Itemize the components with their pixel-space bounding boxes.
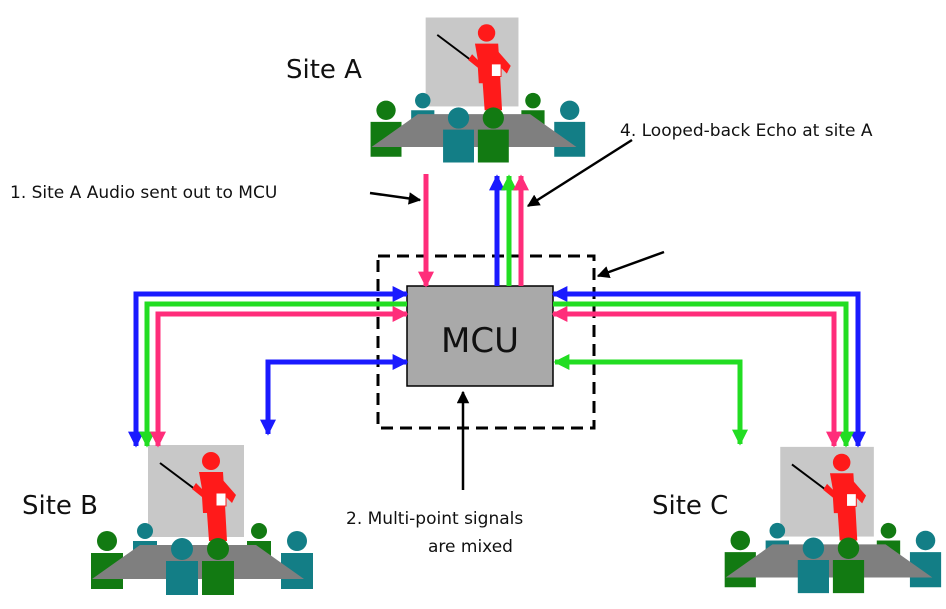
site-a-label: Site A bbox=[286, 55, 362, 85]
step4-annotation: 4. Looped-back Echo at site A bbox=[620, 121, 873, 141]
mcu-to-site-c-green bbox=[553, 301, 855, 448]
site-b-room-icon bbox=[89, 443, 315, 597]
step2-annotation-line2: are mixed bbox=[428, 537, 513, 557]
mcu-to-site-b-green bbox=[138, 301, 407, 448]
step2-annotation-line1: 2. Multi-point signals bbox=[346, 509, 523, 529]
mcu-box bbox=[406, 285, 554, 387]
step1-annotation: 1. Site A Audio sent out to MCU bbox=[10, 183, 277, 203]
site-a-room-icon bbox=[369, 16, 587, 164]
site-c-uplink-arrow bbox=[553, 353, 749, 446]
step1-pointer bbox=[369, 191, 422, 205]
mcu-to-site-c-pink bbox=[551, 305, 843, 448]
site-b-uplink-arrow bbox=[259, 353, 409, 436]
site-c-label: Site C bbox=[652, 491, 728, 521]
mcu-label: MCU bbox=[441, 321, 519, 361]
mcu-pointer bbox=[596, 250, 665, 279]
mcu-to-site-c-blue bbox=[551, 285, 867, 448]
step4-pointer bbox=[526, 138, 633, 208]
mcu-to-site-b-blue bbox=[127, 285, 409, 448]
site-c-room-icon bbox=[723, 445, 943, 595]
site-b-label: Site B bbox=[22, 491, 98, 521]
mcu-to-site-b-pink bbox=[149, 305, 409, 448]
